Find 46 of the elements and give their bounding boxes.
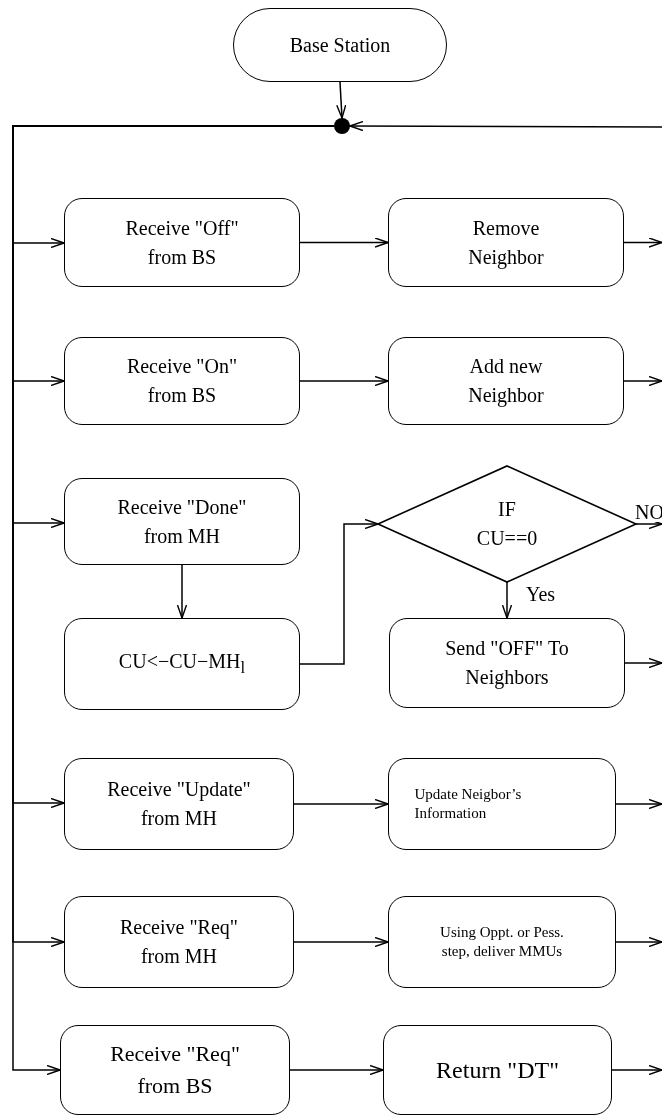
process-box: [389, 618, 625, 708]
node-label: Receive "On" from BS: [125, 354, 239, 408]
junction-dot: [334, 118, 350, 134]
process-box: [388, 337, 624, 425]
process-box: [388, 896, 616, 988]
arrow: [615, 798, 662, 810]
node-label: Remove Neighbor: [467, 215, 545, 271]
node-label: Add new Neighbor: [467, 354, 545, 409]
arrow: [624, 657, 662, 669]
node-label: Send "OFF" To Neighbors: [444, 636, 570, 691]
node-label: Using Oppt. or Pess. step, deliver MMUs: [439, 922, 565, 961]
arrow: [611, 1064, 662, 1076]
node-label: Receive "Off" from BS: [124, 215, 240, 270]
node-label: Receive "Done" from MH: [116, 494, 248, 549]
node-label: CU<−CU−MH$_{l}$: [118, 649, 246, 680]
node-label: IF CU==0: [475, 497, 539, 551]
arrow: [176, 564, 188, 619]
node-label: Return "DT": [436, 1055, 559, 1085]
process-box: [64, 337, 300, 425]
arrow: [293, 936, 389, 948]
process-box: [388, 758, 616, 850]
process-box: [64, 618, 300, 710]
process-box: [64, 758, 294, 850]
arrow: [336, 81, 347, 119]
process-box: [388, 198, 624, 287]
arrow: [299, 375, 389, 387]
node-label: Receive "Update" from MH: [106, 777, 252, 831]
arrow: [299, 237, 389, 248]
node-label: Receive "Req" from BS: [109, 1040, 241, 1100]
arrow: [501, 581, 513, 619]
arrow: [615, 936, 662, 948]
node-label: Base Station: [289, 32, 391, 58]
process-box: [60, 1025, 290, 1115]
arrow: [623, 237, 662, 248]
arrow: [349, 120, 662, 132]
process-box: [64, 198, 300, 287]
arrow: [299, 518, 379, 665]
process-box: [64, 896, 294, 988]
arrow: [293, 798, 389, 810]
arrow: [623, 375, 662, 387]
node-label: Update Neigbor’s Information: [414, 784, 523, 823]
edge-label: Yes: [525, 584, 557, 604]
node-label: Receive "Req" from MH: [119, 915, 239, 969]
arrow: [289, 1064, 384, 1076]
process-box: [64, 478, 300, 565]
process-box: [383, 1025, 612, 1115]
